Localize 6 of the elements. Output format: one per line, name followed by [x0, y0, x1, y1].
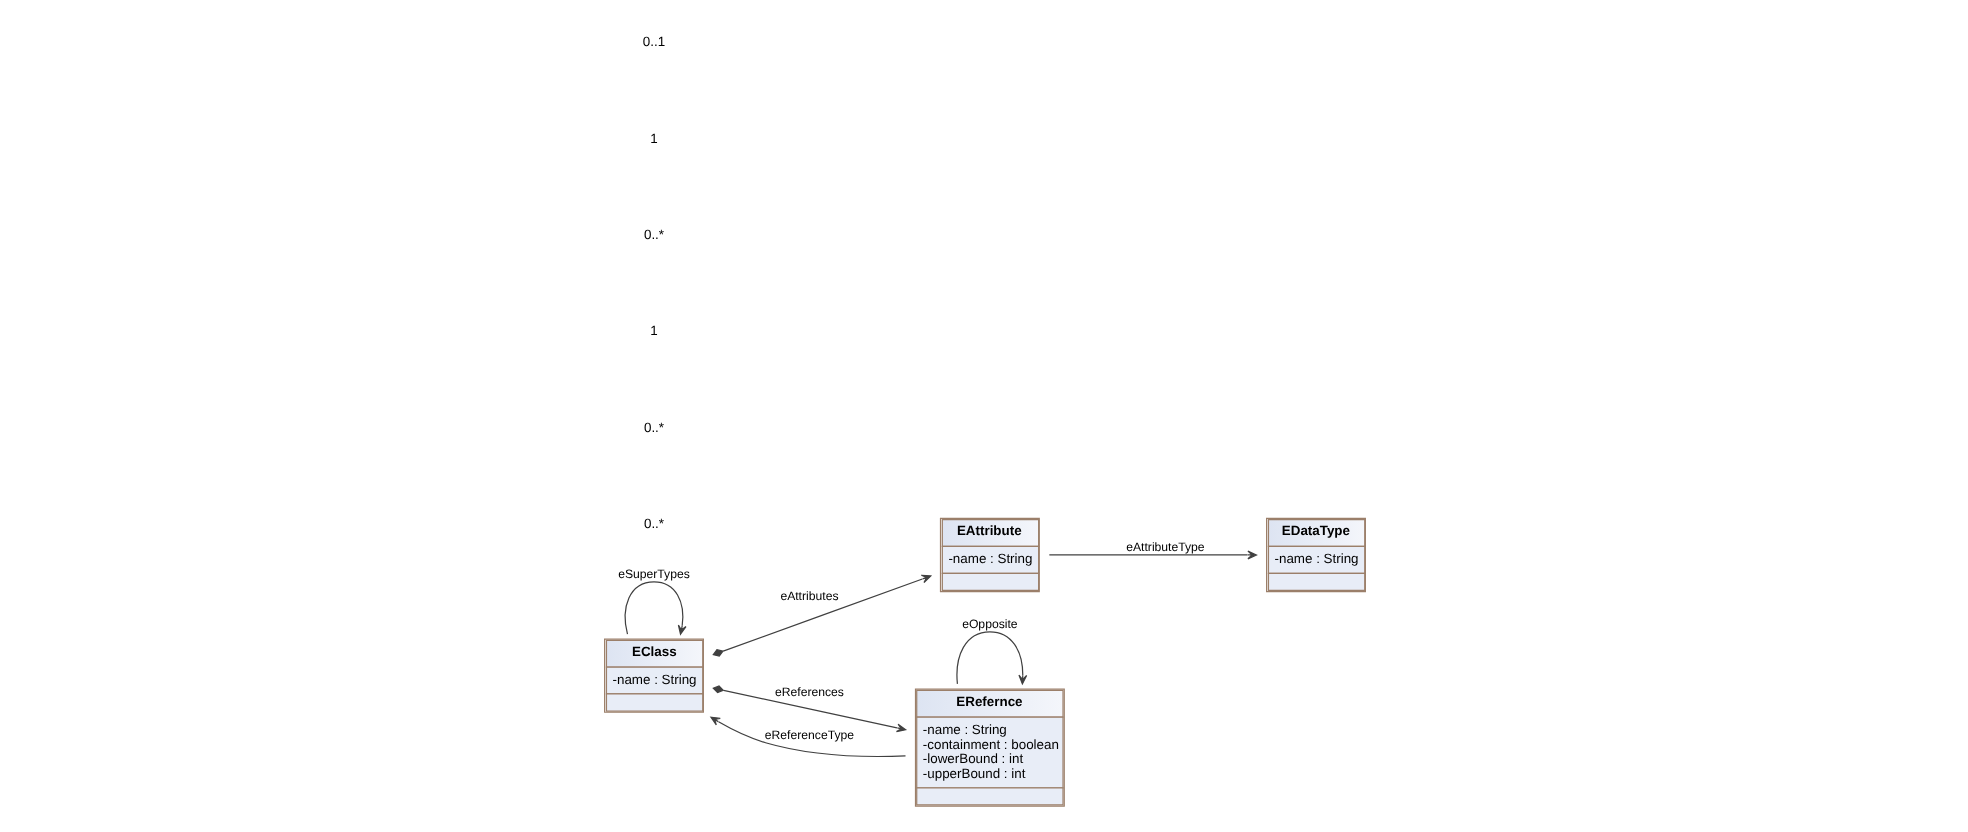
arrow	[711, 574, 931, 657]
arrow	[623, 581, 686, 635]
arrow	[711, 685, 906, 733]
arrow	[1047, 550, 1257, 560]
arrow	[955, 631, 1027, 685]
arrow	[709, 716, 906, 758]
